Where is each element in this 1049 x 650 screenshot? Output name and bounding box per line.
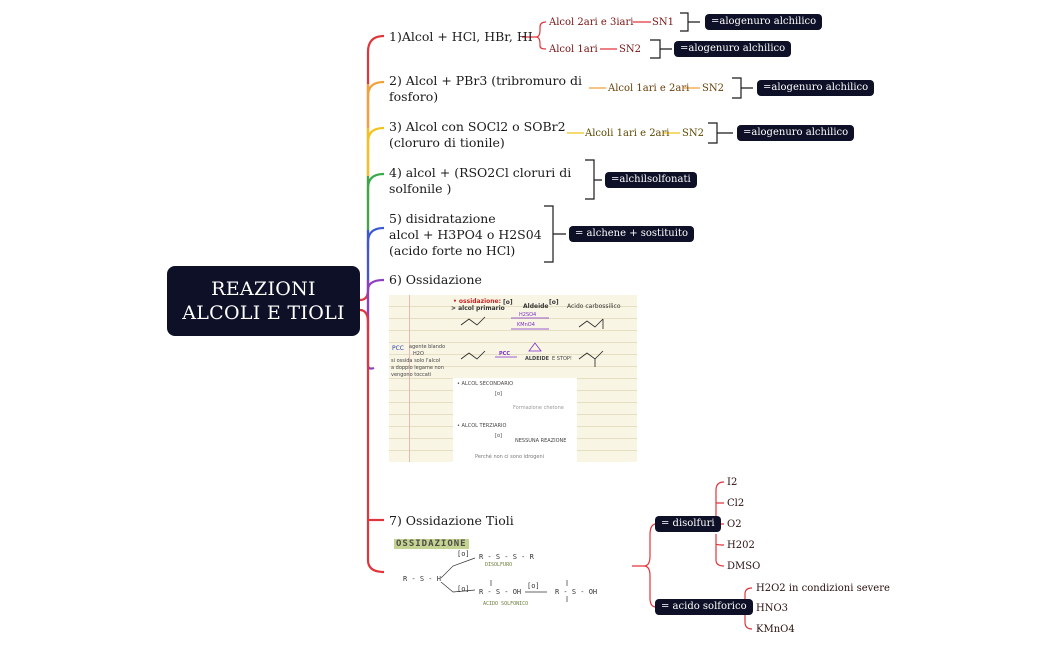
- solforico-item-kmno4[interactable]: KMnO4: [756, 624, 795, 635]
- note6-ter-title: • ALCOL TERZIARIO: [457, 423, 507, 429]
- topic-1[interactable]: 1)Alcol + HCl, HBr, HI: [389, 29, 533, 44]
- note6-inset-paper: [453, 378, 577, 462]
- note6-line-b: > alcol primario: [451, 305, 505, 312]
- topic-7[interactable]: 7) Ossidazione Tioli: [389, 513, 514, 528]
- branch3-bracket: [708, 122, 733, 144]
- topic-5[interactable]: 5) disidratazione alcol + H3PO4 o H2S04 …: [389, 211, 542, 258]
- note7-sulfonic: R - S - OH: [555, 588, 598, 596]
- branch1-b-bracket: [650, 39, 672, 59]
- topic-3[interactable]: 3) Alcol con SOCl2 o SOBr2 (cloruro di t…: [389, 119, 566, 150]
- note6-sec-product: Formazione chetone: [513, 405, 564, 411]
- branch1-b-result[interactable]: =alogenuro alchilico: [674, 41, 792, 57]
- trunk-red-1: [359, 34, 385, 302]
- note6-line-a: • ossidazione:: [453, 298, 501, 305]
- note6-footer: Perché non ci sono idrogeni: [475, 454, 545, 460]
- branch7-solforico[interactable]: = acido solforico: [655, 599, 753, 615]
- branch5-bracket: [544, 205, 566, 263]
- solforico-item-h2o2[interactable]: H2O2 in condizioni severe: [756, 583, 890, 594]
- root-title-line2: ALCOLI E TIOLI: [182, 302, 345, 324]
- note7-rsh: R - S - H: [403, 575, 441, 583]
- note6-pcc-note4: a doppio legame non: [391, 365, 444, 371]
- root-title-line1: REAZIONI: [211, 278, 316, 300]
- solforico-item-hno3[interactable]: HNO3: [756, 603, 789, 614]
- note6-ter-product: NESSUNA REAZIONE: [515, 438, 567, 444]
- note6-ter-o: [o]: [495, 433, 502, 439]
- note6-pcc-note1: agente blando: [409, 344, 446, 350]
- note6-pcc-note2: H2O: [413, 351, 424, 357]
- branch2-bracket: [732, 77, 753, 99]
- note6-pcc: PCC: [392, 345, 404, 352]
- branch5-result[interactable]: = alchene + sostituito: [569, 226, 694, 242]
- note6-r2: KMnO4: [517, 322, 535, 328]
- note7-rssr: R - S - S - R: [479, 553, 534, 561]
- note7-heading: OSSIDAZIONE: [394, 539, 469, 549]
- branch1-b-mech[interactable]: SN2: [619, 44, 641, 55]
- note6-pcc-arrow: PCC: [499, 351, 511, 357]
- disolfuri-item-dmso[interactable]: DMSO: [727, 561, 761, 572]
- branch1-a-label[interactable]: Alcol 2ari e 3iari: [549, 17, 634, 28]
- branch4-bracket: [585, 159, 602, 200]
- note6-structures: [460, 316, 604, 442]
- root-node[interactable]: REAZIONI ALCOLI E TIOLI: [167, 266, 360, 336]
- note7-arrows: [440, 557, 568, 602]
- note6-pcc-note5: vengono toccati: [391, 372, 432, 378]
- branch2-mech[interactable]: SN2: [702, 83, 724, 94]
- note6-pcc-note3: si ossida solo l'alcol: [391, 358, 441, 364]
- trunk-yellow: [366, 126, 385, 150]
- note6-o1: [o]: [503, 299, 513, 306]
- disolfuri-item-i2[interactable]: I2: [727, 477, 738, 488]
- topic-2[interactable]: 2) Alcol + PBr3 (tribromuro di fosforo): [389, 73, 583, 104]
- note7-o-bottom: [o]: [457, 585, 470, 593]
- branch7-disolfuri[interactable]: = disolfuri: [655, 516, 721, 532]
- branch7-link: [632, 523, 657, 608]
- trunk-orange: [366, 80, 385, 110]
- branch1-a-result[interactable]: =alogenuro alchilico: [705, 14, 823, 30]
- note6-sec-title: • ALCOL SECONDARIO: [457, 381, 514, 387]
- note6-aldeide2: ALDEIDE: [525, 356, 550, 362]
- note6-sec-o: [o]: [495, 391, 502, 397]
- note7-o-third: [o]: [527, 582, 540, 590]
- note7-acido: ACIDO SOLFONICO: [483, 601, 529, 607]
- note7-o-top: [o]: [457, 550, 470, 558]
- note6-stop: E STOP!: [552, 356, 572, 362]
- note7-sulfenic: R - S - OH: [479, 588, 522, 596]
- topic-4[interactable]: 4) alcol + (RSO2Cl cloruri di solfonile …: [389, 165, 572, 196]
- branch3-label[interactable]: Alcoli 1ari e 2ari: [585, 128, 670, 139]
- thiol-oxidation-image: OSSIDAZIONE R - S - H [o] R - S - S - R …: [389, 536, 632, 614]
- branch2-result[interactable]: =alogenuro alchilico: [757, 80, 875, 96]
- branch2-label[interactable]: Alcol 1ari e 2ari: [608, 83, 690, 94]
- disolfuri-item-o2[interactable]: O2: [727, 519, 742, 530]
- branch1-a-bracket: [680, 12, 700, 32]
- trunk-red-2: [359, 308, 385, 574]
- trunk-blue: [366, 226, 385, 250]
- topic-6[interactable]: 6) Ossidazione: [389, 272, 482, 287]
- branch3-result[interactable]: =alogenuro alchilico: [737, 125, 855, 141]
- note6-o2: [o]: [549, 299, 559, 306]
- branch1-b-label[interactable]: Alcol 1ari: [549, 44, 598, 55]
- note6-aldeide: Aldeide: [523, 303, 549, 310]
- branch1-a-mech[interactable]: SN1: [652, 17, 674, 28]
- disolfuri-item-cl2[interactable]: Cl2: [727, 498, 745, 509]
- branch3-mech[interactable]: SN2: [682, 128, 704, 139]
- oxidation-notes-image: • ossidazione: > alcol primario [o] Alde…: [389, 295, 637, 462]
- disolfuri-item-h2o2[interactable]: H202: [727, 540, 755, 551]
- trunk-purple: [366, 278, 385, 291]
- note6-r1: H2SO4: [519, 312, 537, 318]
- trunk-green: [366, 172, 385, 200]
- note6-acido: Acido carbossilico: [567, 303, 621, 310]
- branch4-result[interactable]: =alchilsolfonati: [605, 172, 697, 188]
- branch1-link: [522, 21, 547, 50]
- note7-disolfuro: DISOLFURO: [485, 562, 513, 568]
